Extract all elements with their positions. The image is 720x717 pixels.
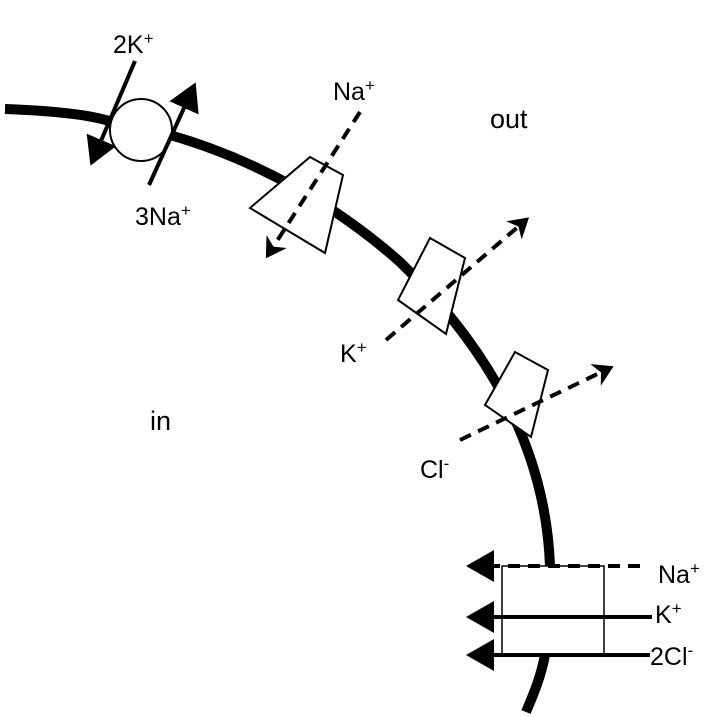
nkcc-cotransporter bbox=[501, 565, 605, 656]
cl-channel bbox=[483, 350, 550, 439]
na-channel-arrow bbox=[265, 110, 362, 259]
na-channel bbox=[248, 155, 345, 255]
k-channel bbox=[396, 236, 467, 336]
k-influx-arrow bbox=[86, 60, 137, 166]
na-efflux-arrow bbox=[147, 82, 199, 186]
cl-channel-label: Cl- bbox=[420, 454, 449, 484]
k-channel-arrow bbox=[384, 217, 530, 342]
nkcc-na-label: Na+ bbox=[658, 559, 700, 589]
nkcc-k-label: K+ bbox=[655, 599, 682, 629]
pump-k-label: 2K+ bbox=[113, 29, 154, 59]
pump-na-label: 3Na+ bbox=[135, 201, 191, 231]
cell-membrane bbox=[4, 104, 555, 567]
nkcc-cl-label: 2Cl- bbox=[650, 641, 693, 671]
k-channel-label: K+ bbox=[340, 338, 367, 368]
na-channel-label: Na+ bbox=[333, 76, 375, 106]
inside-label: in bbox=[150, 406, 171, 436]
cl-channel-arrow bbox=[459, 364, 614, 442]
cell-membrane-lower bbox=[521, 653, 550, 714]
outside-label: out bbox=[490, 104, 528, 134]
